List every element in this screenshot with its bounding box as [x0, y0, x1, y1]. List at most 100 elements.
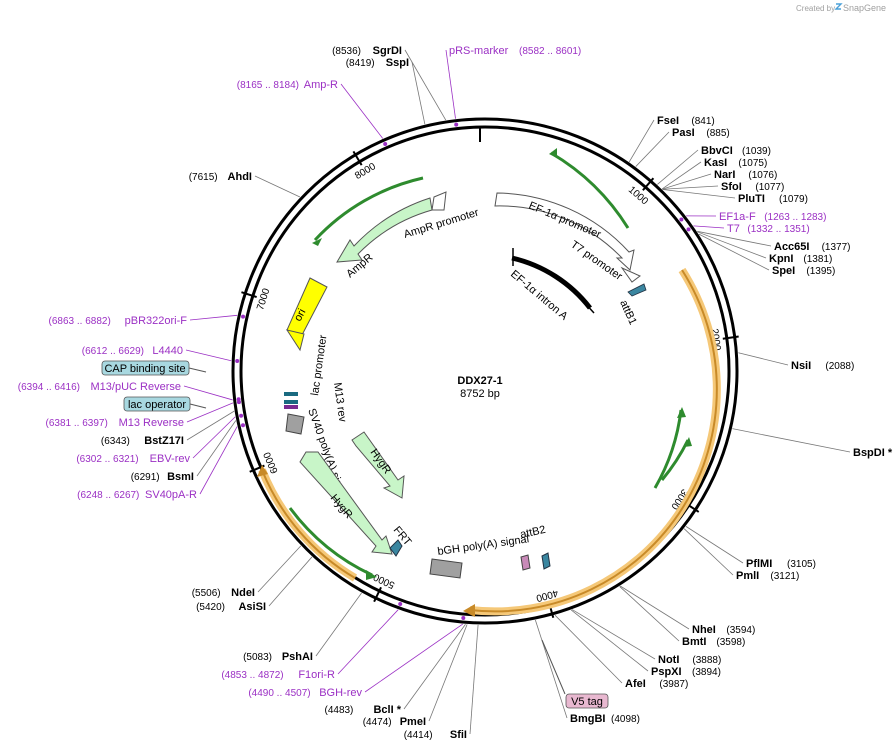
enzyme-position: (3987): [659, 679, 688, 690]
feature-sv40-polya: [286, 414, 304, 434]
enzyme-leader: [269, 557, 312, 606]
enzyme-name: NsiI: [791, 360, 811, 372]
enzyme-position: (841): [691, 116, 714, 127]
feature-t7-promoter: [622, 268, 640, 282]
plasmid-name: DDX27-1: [457, 375, 502, 387]
brand-text: SnapGene: [843, 3, 886, 13]
enzyme-position: (4414): [404, 730, 433, 741]
primer-mark: [235, 359, 239, 363]
label-attb2: attB2: [519, 524, 547, 541]
enzyme-position: (5083): [243, 652, 272, 663]
primer-site: F1ori-R(4853 .. 4872): [221, 602, 402, 681]
primer-site: Amp-R(8165 .. 8184): [237, 79, 387, 146]
enzyme-site: SspI (8419): [346, 57, 425, 124]
enzyme-name: KasI: [704, 157, 727, 169]
primer-leader: [186, 350, 231, 361]
enzyme-site: NdeI (5506): [192, 546, 301, 599]
enzyme-name: PasI: [672, 127, 695, 139]
boxed-lac-operator: lac operator: [124, 397, 206, 411]
primer-position: (6302 .. 6321): [76, 454, 138, 465]
label-bgh-polya: bGH poly(A) signal: [437, 533, 530, 558]
enzyme-name: PmlI: [736, 570, 759, 582]
label-ef1a-intron: EF-1α intron A: [508, 268, 570, 323]
boxed-v5-tag: V5 tag: [542, 640, 608, 708]
primer-leader: [338, 610, 398, 674]
primer-name: M13/pUC Reverse: [91, 381, 181, 393]
enzyme-leader: [412, 62, 425, 124]
enzyme-name: BbvCI: [701, 145, 733, 157]
label-lac-promoter: lac promoter: [309, 334, 329, 397]
primer-name: T7: [727, 223, 740, 235]
feature-bgh-polya: [430, 559, 462, 578]
enzyme-position: (3894): [692, 667, 721, 678]
primer-site: EF1a-F(1263 .. 1283): [679, 211, 826, 223]
enzyme-leader: [699, 234, 769, 270]
enzyme-name: PspXI: [651, 666, 682, 678]
enzyme-leader: [429, 624, 467, 721]
enzyme-position: (5420): [196, 602, 225, 613]
primer-mark: [461, 616, 465, 620]
primer-name: M13 Reverse: [119, 417, 184, 429]
enzyme-position: (3594): [726, 625, 755, 636]
primer-mark: [237, 400, 241, 404]
enzyme-name: AhdI: [228, 171, 252, 183]
enzyme-position: (1377): [822, 242, 851, 253]
feature-ampr-promoter: [432, 192, 446, 210]
enzyme-name: PshAI: [282, 651, 313, 663]
enzyme-position: (6291): [131, 472, 160, 483]
orf-green-hygr1: [655, 410, 681, 488]
feature-attb1: [628, 284, 646, 296]
primer-position: (4490 .. 4507): [248, 688, 310, 699]
enzyme-position: (4474): [363, 717, 392, 728]
enzyme-name: NarI: [714, 169, 735, 181]
enzyme-leader: [316, 593, 362, 656]
enzyme-position: (5506): [192, 588, 221, 599]
primer-leader: [184, 386, 233, 400]
enzyme-leader: [629, 120, 654, 162]
ruler-tick-label: 7000: [255, 287, 272, 312]
enzyme-leader: [636, 132, 669, 167]
enzyme-leader: [572, 610, 655, 659]
enzyme-name: BsmI: [167, 471, 194, 483]
enzyme-site: AsiSI (5420): [196, 557, 312, 613]
primer-leader: [693, 226, 724, 228]
enzyme-position: (1075): [738, 158, 767, 169]
enzyme-position: (3598): [716, 637, 745, 648]
enzyme-position: (8419): [346, 58, 375, 69]
primer-mark: [383, 142, 387, 146]
primer-position: (8582 .. 8601): [519, 46, 581, 57]
primer-name: pBR322ori-F: [125, 315, 188, 327]
enzyme-name: NotI: [658, 654, 679, 666]
feature-ori: [287, 278, 327, 337]
enzyme-name: NdeI: [231, 587, 255, 599]
enzyme-site: AhdI(7615): [189, 171, 300, 197]
enzyme-site: BmtI(3598): [620, 586, 746, 648]
enzyme-name: BmgBI: [570, 713, 605, 725]
feature-m13-mark: [284, 405, 298, 409]
enzyme-position: (2088): [825, 361, 854, 372]
enzyme-name: FseI: [657, 115, 679, 127]
svg-text:CAP binding site: CAP binding site: [104, 363, 185, 375]
primer-leader: [187, 403, 233, 422]
enzyme-position: (1076): [748, 170, 777, 181]
enzyme-name: NheI: [692, 624, 716, 636]
enzyme-name: BstZ17I: [144, 435, 184, 447]
enzyme-leader: [470, 625, 478, 734]
feature-cap-mark: [284, 400, 298, 404]
enzyme-position: (3121): [770, 571, 799, 582]
enzyme-position: (3105): [787, 559, 816, 570]
enzyme-name: PluTI: [738, 193, 765, 205]
feature-lac-op-mark: [284, 392, 298, 396]
primer-mark: [454, 123, 458, 127]
enzyme-name: BspDI * - ClaI *: [853, 447, 893, 459]
primer-leader: [446, 50, 456, 119]
enzyme-name: AsiSI: [238, 601, 266, 613]
primer-name: EF1a-F: [719, 211, 756, 223]
enzyme-leader: [620, 586, 679, 641]
enzyme-leader: [738, 353, 788, 365]
enzyme-site: BsmI (6291): [131, 420, 236, 483]
enzyme-name: SspI: [386, 57, 409, 69]
enzyme-name: KpnI: [769, 253, 793, 265]
